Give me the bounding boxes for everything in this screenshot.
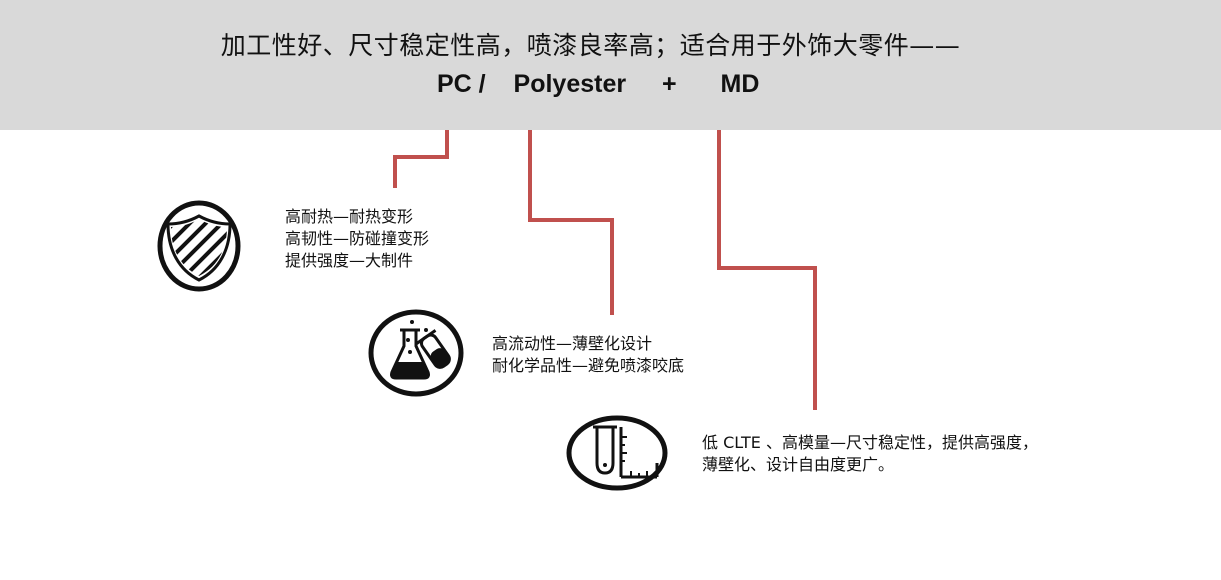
connector-md <box>717 130 817 410</box>
headline-text: 加工性好、尺寸稳定性高，喷漆良率高；适合用于外饰大零件—— <box>220 31 961 60</box>
feature-desc-flow: 高流动性—薄壁化设计 耐化学品性—避免喷漆咬底 <box>492 333 684 377</box>
connector-polyester <box>528 130 614 315</box>
feature-line: 耐化学品性—避免喷漆咬底 <box>492 356 685 375</box>
feature-desc-heat: 高耐热—耐热变形 高韧性—防碰撞变形 提供强度—大制件 <box>285 206 429 272</box>
feature-line: 高耐热—耐热变形 <box>285 207 414 226</box>
feature-line: 高韧性—防碰撞变形 <box>285 229 430 248</box>
formula-part-md: MD <box>720 70 760 98</box>
feature-desc-clte: 低 CLTE 、高模量—尺寸稳定性，提供高强度， 薄壁化、设计自由度更广。 <box>702 432 1038 476</box>
material-formula: PC / Polyester + MD <box>437 70 759 99</box>
formula-part-pc: PC / <box>437 70 486 98</box>
connector-pc <box>393 130 449 188</box>
formula-part-polyester: Polyester <box>513 70 627 98</box>
feature-line: 高流动性—薄壁化设计 <box>492 334 653 353</box>
flask-icon <box>368 309 464 397</box>
header-banner <box>0 0 1221 130</box>
feature-line: 提供强度—大制件 <box>285 251 414 270</box>
formula-plus: + <box>662 70 677 98</box>
feature-line: 薄壁化、设计自由度更广。 <box>702 455 895 474</box>
feature-line: 低 CLTE 、高模量—尺寸稳定性，提供高强度， <box>702 433 1038 452</box>
shield-icon <box>157 200 241 292</box>
ruler-icon <box>566 415 668 491</box>
